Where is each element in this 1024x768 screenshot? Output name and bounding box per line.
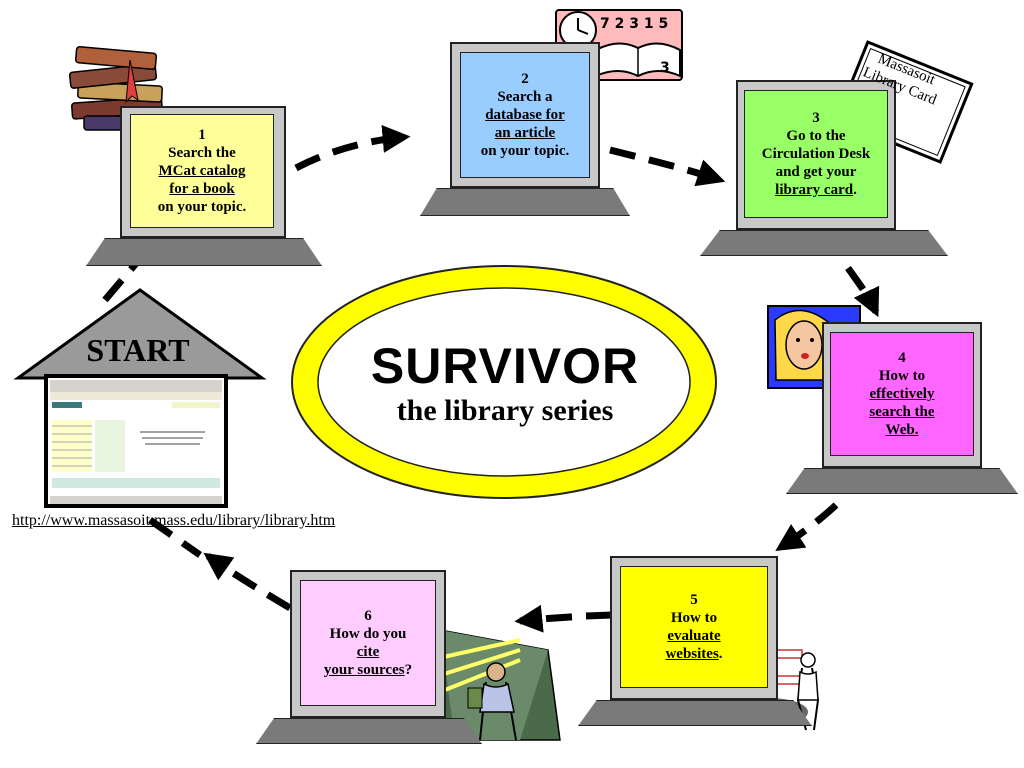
start-label: START xyxy=(86,332,190,368)
step-3-number: 3 xyxy=(812,110,820,126)
step-2-monitor[interactable]: 2 Search a database for an article on yo… xyxy=(420,42,630,216)
step-2-number: 2 xyxy=(521,71,529,87)
step-3-text-3: and get your xyxy=(775,164,857,180)
step-5-stand xyxy=(578,700,812,726)
svg-text:3: 3 xyxy=(660,60,670,76)
library-card-link[interactable]: library card xyxy=(775,182,854,198)
arrow-4-to-5 xyxy=(775,502,839,552)
step-6-screen: 6 How do you cite your sources? xyxy=(300,580,436,706)
step-6-question: ? xyxy=(404,662,413,678)
cite-link[interactable]: cite xyxy=(356,644,380,660)
step-3-screen: 3 Go to the Circulation Desk and get you… xyxy=(744,90,888,218)
step-1-text: Search the xyxy=(168,145,236,161)
spotlight-man-icon xyxy=(419,629,561,741)
arrow-start-link xyxy=(147,517,203,558)
arrow-1-to-2 xyxy=(294,124,411,172)
step-3-period: . xyxy=(853,182,857,198)
step-5-period: . xyxy=(718,646,723,662)
step-6-monitor[interactable]: 6 How do you cite your sources? xyxy=(256,570,482,744)
step-5-monitor[interactable]: 5 How to evaluate websites. xyxy=(578,556,812,726)
title-subtitle: the library series xyxy=(396,394,614,427)
step-2-text-2: on your topic. xyxy=(480,143,570,159)
your-sources-link[interactable]: your sources xyxy=(323,662,405,678)
step-5-text: How to xyxy=(670,610,718,626)
arrow-3-to-4 xyxy=(845,265,880,318)
websites-link[interactable]: websites xyxy=(665,646,719,662)
effectively-link[interactable]: effectively xyxy=(869,386,935,402)
step-2-stand xyxy=(420,188,630,216)
mcat-catalog-link[interactable]: MCat catalog xyxy=(158,163,246,179)
step-6-number: 6 xyxy=(364,608,372,624)
step-2-text: Search a xyxy=(497,89,553,105)
browser-screenshot-icon xyxy=(50,380,222,504)
for-a-book-link[interactable]: for a book xyxy=(169,181,235,197)
arrow-5-to-6 xyxy=(514,604,613,633)
step-4-monitor[interactable]: 4 How to effectively search the Web. xyxy=(786,322,1018,494)
arrow-start-to-1 xyxy=(102,232,163,303)
web-link[interactable]: Web. xyxy=(885,422,919,438)
step-5-screen: 5 How to evaluate websites. xyxy=(620,566,768,688)
step-1-number: 1 xyxy=(198,127,206,143)
step-3-text: Go to the xyxy=(786,128,846,144)
step-3-text-2: Circulation Desk xyxy=(761,146,871,162)
step-1-text-2: on your topic. xyxy=(157,199,247,215)
library-url-link[interactable]: http://www.massasoit.mass.edu/library/li… xyxy=(12,512,336,529)
evaluate-link[interactable]: evaluate xyxy=(667,628,721,644)
clock-book-icon: 7 2 3 1 5 3 xyxy=(555,9,683,81)
step-1-stand xyxy=(86,238,322,266)
step-3-stand xyxy=(700,230,948,256)
flow-arrows xyxy=(102,124,880,633)
step-4-text: How to xyxy=(878,368,926,384)
step-4-number: 4 xyxy=(898,350,906,366)
step-3-monitor[interactable]: 3 Go to the Circulation Desk and get you… xyxy=(700,80,948,256)
database-link[interactable]: database for xyxy=(485,107,565,123)
arrow-6-to-start xyxy=(203,552,292,612)
step-4-stand xyxy=(786,468,1018,494)
step-6-stand xyxy=(256,718,482,744)
step-6-text: How do you xyxy=(329,626,407,642)
step-1-monitor[interactable]: 1 Search the MCat catalog for a book on … xyxy=(86,106,322,266)
arrow-2-to-3 xyxy=(609,146,726,187)
step-2-screen: 2 Search a database for an article on yo… xyxy=(460,52,590,178)
step-5-number: 5 xyxy=(690,592,698,608)
title-main: SURVIVOR xyxy=(370,338,640,394)
svg-text:7 2 3 1 5: 7 2 3 1 5 xyxy=(600,16,668,32)
an-article-link[interactable]: an article xyxy=(494,125,556,141)
search-the-link[interactable]: search the xyxy=(869,404,935,420)
step-1-screen: 1 Search the MCat catalog for a book on … xyxy=(130,114,274,228)
step-4-screen: 4 How to effectively search the Web. xyxy=(830,332,974,456)
title-block: SURVIVOR the library series xyxy=(320,340,690,428)
